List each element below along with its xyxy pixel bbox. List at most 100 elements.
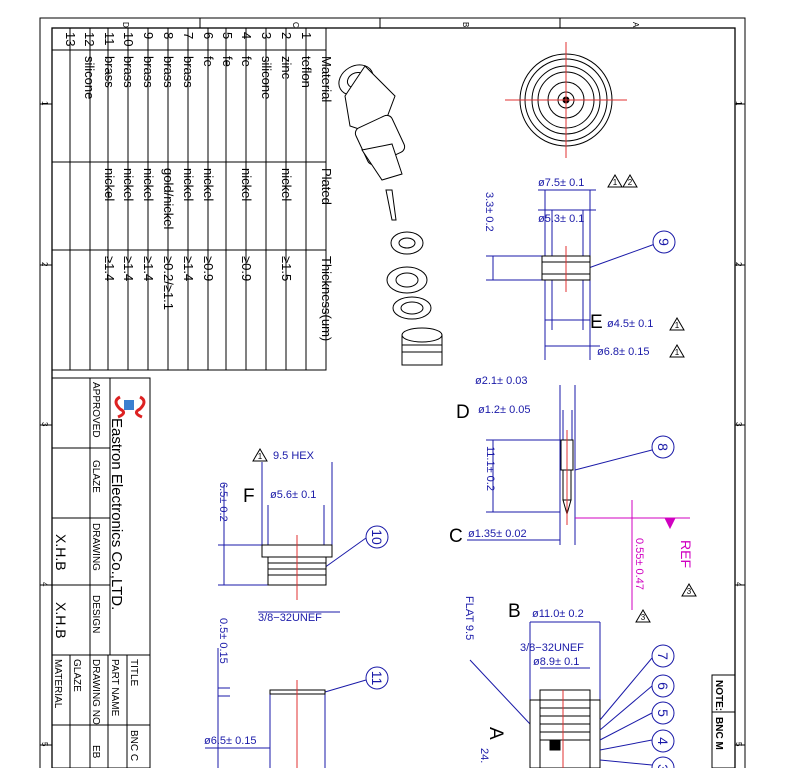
bom-cell-thickness: ≥0.2/≥1.1 [161, 256, 176, 310]
warning-digit: 2 [628, 178, 633, 187]
bom-cell-thickness: ≥1.4 [121, 256, 136, 281]
note-value: BNC M [713, 717, 724, 750]
dim-7-5: ø7.5± 0.1 [538, 177, 584, 189]
connector-isometric-sketch [338, 64, 443, 366]
bom-cell-material: zinc [279, 56, 294, 80]
zone-marker-side: 4 [734, 582, 743, 587]
zone-marker-side: 3 [40, 422, 49, 427]
zone-marker-side: 5 [40, 742, 49, 747]
title-label: TITLE [128, 659, 139, 687]
note-label: NOTE: [713, 680, 724, 711]
company-name: Eastron Electronics Co.,LTD. [108, 418, 125, 610]
bom-cell-plated: nickel [121, 168, 136, 201]
dim-unef-b: 3/8−32UNEF [520, 642, 584, 654]
drawing-cell-label: DRAWING [90, 523, 101, 571]
part-10-view [218, 462, 367, 613]
bom-table [51, 27, 327, 371]
bom-cell-no: 2 [279, 32, 294, 39]
balloon-number: 4 [655, 737, 671, 745]
bom-cell-material: brass [102, 56, 117, 88]
bom-cell-no: 12 [82, 32, 97, 46]
zone-marker-side: 1 [40, 101, 49, 106]
bom-header-plated: Plated [319, 168, 334, 205]
dim-2-1: ø2.1± 0.03 [475, 375, 528, 387]
part-11-body [269, 680, 326, 768]
warning-mark-digits: 1 2 1 1 1 3 3 [258, 178, 692, 622]
front-view-concentric [505, 42, 627, 158]
drawing-no-value: EB [90, 745, 101, 759]
warning-digit: 1 [675, 321, 680, 330]
dim-0-5: 0.5± 0.15 [217, 618, 229, 664]
dim-3-3: 3.3± 0.2 [483, 192, 495, 232]
balloon-number: 5 [655, 709, 671, 717]
section-e: E [590, 312, 603, 333]
bom-text: MaterialPlatedThickness(um)1teflon2zincn… [63, 32, 334, 341]
dim-0-55: 0.55± 0.47 [633, 538, 645, 590]
zone-marker-top: B [461, 22, 470, 27]
section-f: F [243, 486, 255, 507]
title-value: BNC C [128, 730, 139, 761]
part-10-body [261, 535, 333, 600]
balloon-number: 11 [369, 671, 385, 686]
designer-name: X.H.B [53, 602, 69, 639]
approved-label: APPROVED [90, 382, 101, 438]
bom-cell-no: 7 [181, 32, 196, 39]
balloon-numbers: 9 8 10 11 7 6 5 4 3 [369, 238, 672, 768]
dim-5-6: ø5.6± 0.1 [270, 489, 316, 501]
bom-header-thickness: Thickness(um) [319, 256, 334, 341]
zone-marker-side: 5 [734, 742, 743, 747]
dim-flat: FLAT 9.5 [463, 596, 475, 640]
material-label: MATERIAL [52, 659, 63, 709]
warning-digit: 1 [258, 452, 263, 461]
bom-cell-no: 4 [239, 32, 254, 39]
section-d: D [456, 402, 470, 423]
zone-marker-top: D [121, 22, 130, 28]
bom-cell-material: brass [121, 56, 136, 88]
glaze-label: GLAZE [71, 659, 82, 692]
balloon-number: 6 [655, 682, 671, 690]
bom-cell-no: 8 [161, 32, 176, 39]
dim-11-0: ø11.0± 0.2 [532, 608, 584, 620]
warning-digit: 3 [687, 587, 692, 596]
part-balloons [365, 230, 676, 768]
bom-cell-no: 5 [220, 32, 235, 39]
bom-cell-material: silicone [82, 56, 97, 99]
dim-6-5: 6.5± 0.2 [217, 482, 229, 522]
assembly-body [529, 689, 601, 768]
part-9-body [541, 246, 591, 292]
section-b: B [508, 601, 521, 622]
zone-marker-top: A [631, 22, 640, 28]
balloon-number: 10 [369, 529, 385, 545]
drawing-no-label: DRAWING NO [90, 659, 101, 725]
zone-marker-side: 2 [734, 262, 743, 267]
bom-cell-no: 3 [259, 32, 274, 39]
bom-cell-no: 1 [299, 32, 314, 39]
bom-cell-plated: nickel [102, 168, 117, 201]
assembly-leaders [599, 657, 653, 766]
ref-labels: 0.55± 0.47 REF [633, 538, 694, 590]
dim-11-1: 11.1± 0.2 [484, 446, 496, 491]
drawer-name: X.H.B [53, 534, 69, 571]
bom-cell-thickness: ≥1.4 [102, 256, 117, 281]
bom-cell-material: silicone [259, 56, 274, 99]
warning-marks [252, 174, 697, 623]
warning-digit: 1 [613, 178, 618, 187]
bom-cell-thickness: ≥1.4 [141, 256, 156, 281]
bom-cell-material: brass [161, 56, 176, 88]
bom-cell-plated: nickel [141, 168, 156, 201]
company-logo [114, 395, 146, 419]
zone-marker-side: 3 [734, 422, 743, 427]
bom-cell-thickness: ≥1.5 [279, 256, 294, 281]
assembly-view [469, 621, 601, 741]
dim-6-8: ø6.8± 0.15 [597, 346, 650, 358]
zone-marker-top: C [291, 22, 300, 28]
bom-cell-material: fe [201, 56, 216, 67]
zone-marker-side: 1 [734, 101, 743, 106]
dim-6-5b: ø6.5± 0.15 [204, 735, 257, 747]
balloon-number: 7 [655, 652, 671, 660]
bom-cell-material: brass [181, 56, 196, 88]
bom-cell-material: fe [220, 56, 235, 67]
bom-cell-plated: nickel [181, 168, 196, 201]
bom-cell-no: 10 [121, 32, 136, 46]
ref-label: REF [678, 540, 694, 568]
